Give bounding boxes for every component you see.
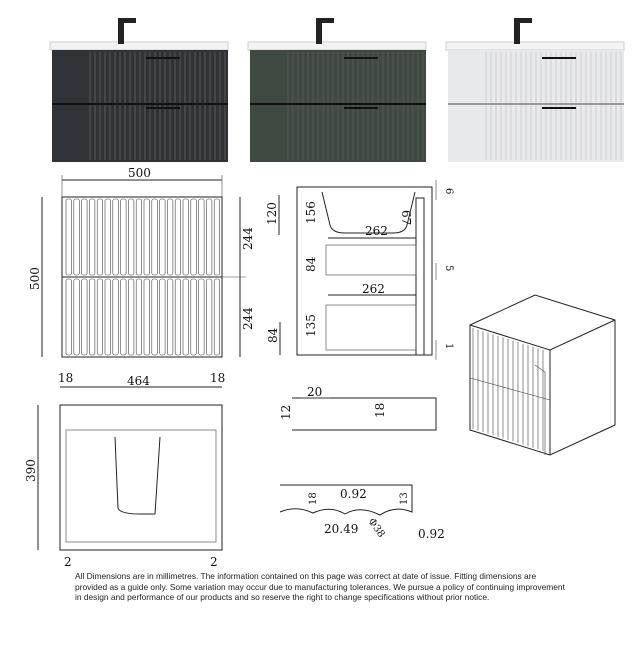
plan-view: 18 464 18 390 2 2 — [24, 371, 225, 569]
dim-depth: 390 — [24, 459, 38, 482]
dim-side-left: 18 — [58, 371, 73, 385]
dim-basin-inner: 156 — [304, 201, 318, 224]
dim-gap-bottom: 1 — [443, 343, 454, 349]
dim-flute-pitch: 20.49 — [324, 522, 358, 536]
dim-drawer-bottom: 244 — [241, 307, 255, 330]
product-photo-white — [445, 18, 625, 162]
dim-basin-depth: 120 — [265, 202, 279, 225]
edge-detail: 20 12 18 — [279, 385, 437, 431]
dim-inner-width: 464 — [127, 374, 150, 388]
dim-flute-gap-right: 0.92 — [418, 527, 445, 541]
front-elevation: 500 500 244 244 — [28, 166, 255, 358]
side-section: 262 262 120 156 67 84 135 84 6 5 1 — [265, 180, 454, 360]
product-photos — [49, 18, 625, 162]
dim-drawer1-height: 84 — [304, 256, 318, 272]
dim-gap-right: 2 — [210, 555, 218, 569]
dim-height: 500 — [28, 267, 42, 290]
dim-drawer2-height: 135 — [304, 314, 318, 337]
dim-flute-radius: Φ38 — [366, 516, 387, 539]
product-photo-green — [247, 18, 427, 162]
dim-drawer-top: 244 — [241, 227, 255, 250]
dim-edge-left: 12 — [279, 405, 293, 420]
disclaimer-text: All Dimensions are in millimetres. The i… — [75, 571, 565, 603]
isometric-view — [469, 294, 616, 456]
dim-gap-top: 6 — [443, 188, 454, 194]
dim-side-right: 18 — [210, 371, 225, 385]
dim-gap-left: 2 — [64, 555, 72, 569]
dim-drawer1-width: 262 — [365, 224, 388, 238]
flute-detail: 18 0.92 20.49 Φ38 13 0.92 — [279, 484, 445, 541]
dim-flute-depth: 13 — [399, 492, 410, 505]
dim-plinth: 84 — [266, 327, 280, 343]
dim-drawer2-width: 262 — [362, 282, 385, 296]
dim-gap-mid: 5 — [443, 265, 454, 271]
dim-flute-height: 18 — [308, 492, 319, 505]
dim-flute-gap-top: 0.92 — [340, 487, 367, 501]
dim-basin-wall: 67 — [399, 210, 413, 225]
product-photo-matte-black — [49, 18, 229, 162]
dim-edge-width: 20 — [307, 385, 322, 399]
dim-width: 500 — [128, 166, 151, 180]
dim-edge-right: 18 — [373, 403, 387, 418]
